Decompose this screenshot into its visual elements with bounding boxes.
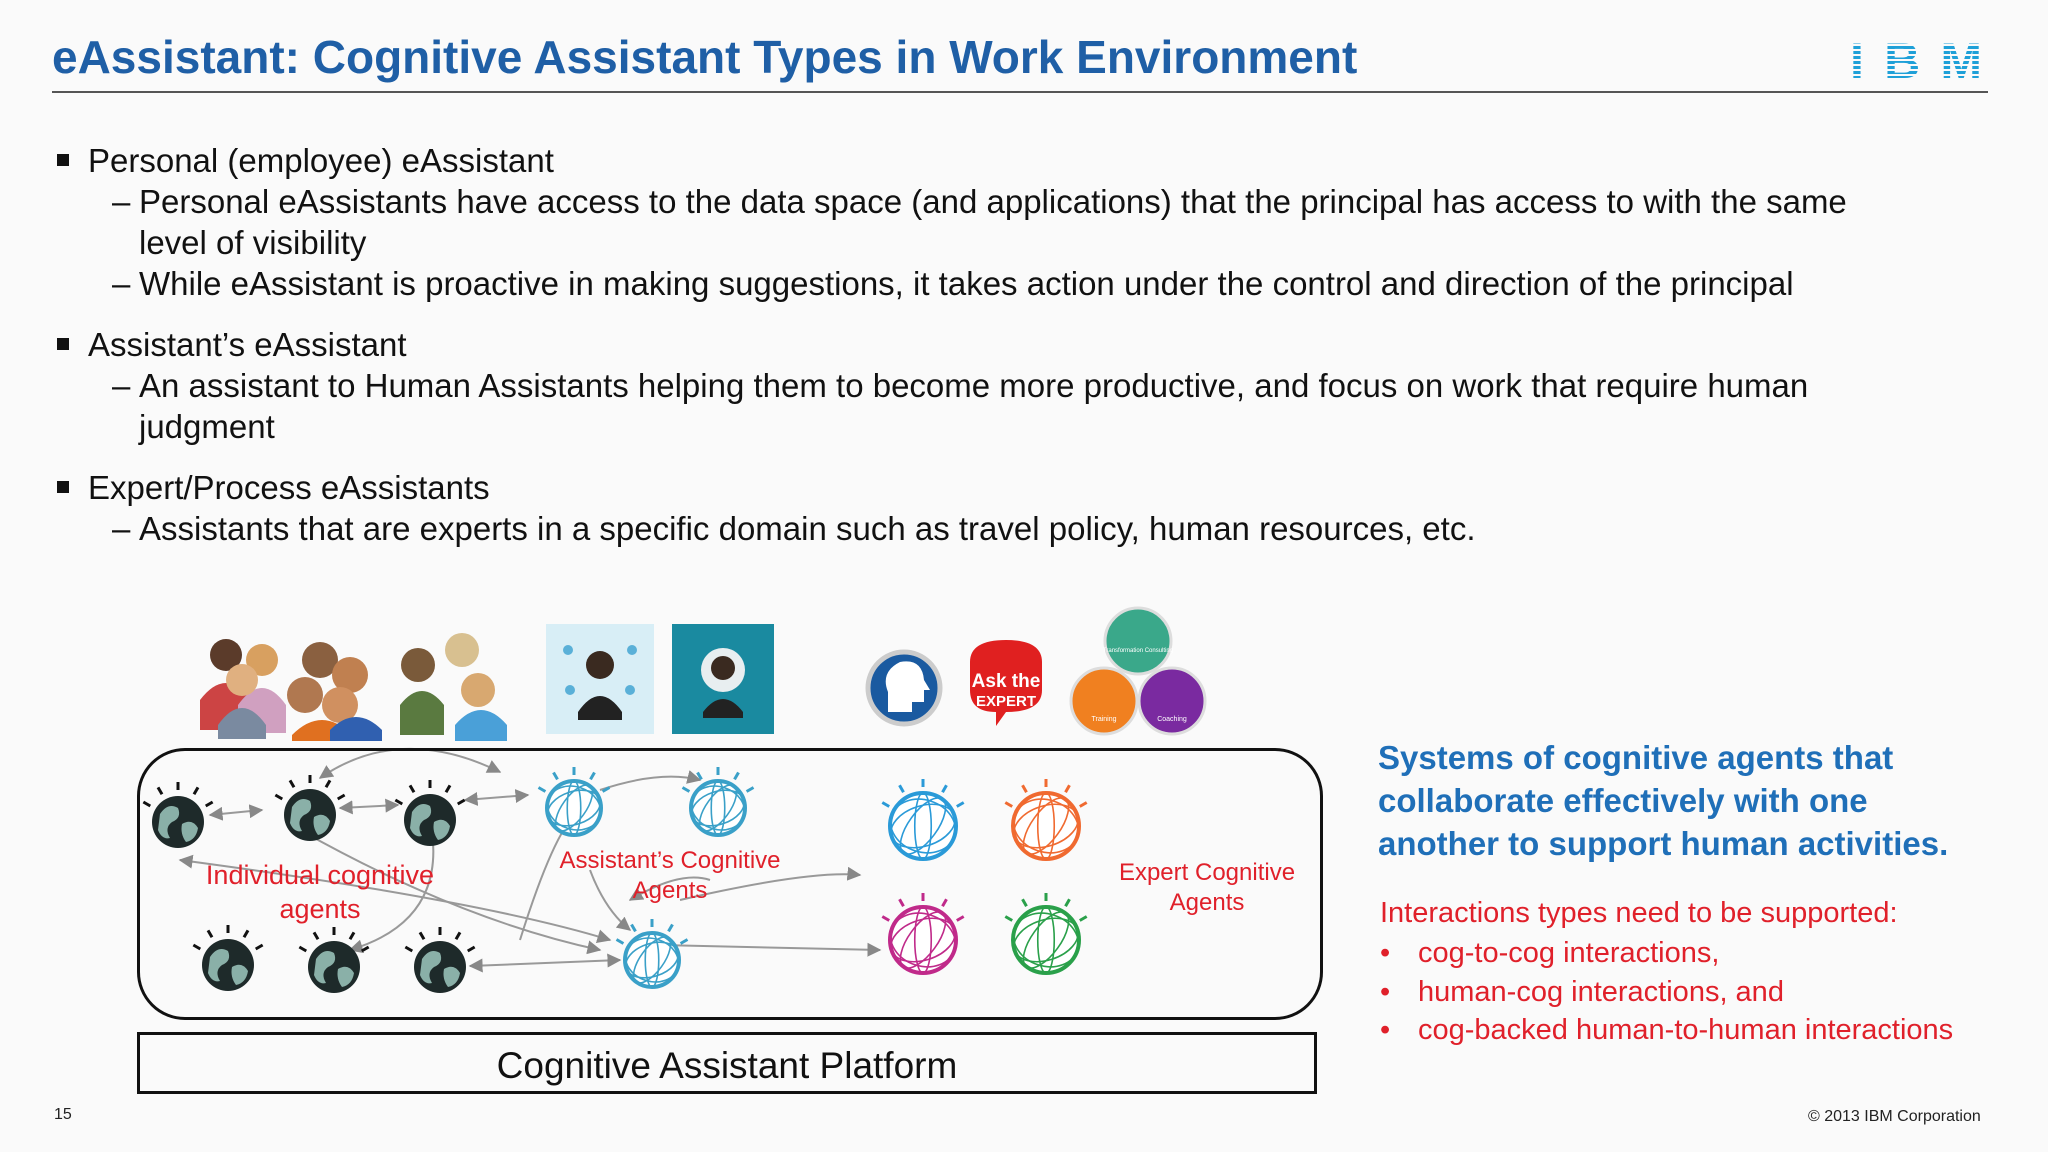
expert-agents-label: Expert Cognitive Agents xyxy=(1118,859,1296,916)
list-item: •cog-to-cog interactions, xyxy=(1380,937,1720,969)
agents-container xyxy=(137,748,1323,1020)
slide-title: eAssistant: Cognitive Assistant Types in… xyxy=(52,31,1358,83)
expert-globe-icon xyxy=(1004,779,1088,861)
consulting-circles-icon: Transformation Consulting Training Coach… xyxy=(1069,606,1207,736)
bullet-marker xyxy=(57,481,69,493)
earth-globe-icon xyxy=(394,780,466,846)
list-item: •human-cog interactions, and xyxy=(1380,975,1784,1008)
title-divider xyxy=(52,91,1988,93)
list-item: •cog-backed human-to-human interactions xyxy=(1380,1014,1954,1046)
svg-text:Ask the: Ask the xyxy=(972,671,1041,692)
people-group-icon xyxy=(200,633,507,741)
sub-bullet: –Personal eAssistants have access to the… xyxy=(112,183,1847,220)
earth-globe-icon xyxy=(274,775,346,841)
svg-text:EXPERT: EXPERT xyxy=(976,693,1036,710)
assistant-globe-icon xyxy=(615,919,689,989)
copyright: © 2013 IBM Corporation xyxy=(1808,1108,1981,1125)
earth-globe-icon xyxy=(404,927,476,993)
page-number: 15 xyxy=(54,1106,72,1123)
svg-text:Training: Training xyxy=(1091,716,1116,723)
assistant-globe-icon xyxy=(681,767,755,837)
assistant-image-1 xyxy=(546,624,654,734)
bullet-personal: Personal (employee) eAssistant xyxy=(52,140,1952,181)
earth-globe-icon xyxy=(298,927,370,993)
svg-text:Coaching: Coaching xyxy=(1157,716,1187,723)
individual-agents-label: Individual cognitive agents xyxy=(205,860,435,924)
assistant-agents-label: Assistant’s Cognitive Agents xyxy=(559,847,781,904)
ask-the-expert-icon: Ask the EXPERT xyxy=(970,640,1042,726)
right-headline: Systems of cognitive agents that collabo… xyxy=(1378,739,1949,862)
bullet-marker xyxy=(57,338,69,350)
expert-globe-icon xyxy=(1004,893,1088,975)
platform-box: Cognitive Assistant Platform xyxy=(137,1032,1317,1094)
sub-bullet: –While eAssistant is proactive in making… xyxy=(112,265,1794,302)
earth-globe-icon xyxy=(142,782,214,848)
earth-globe-icon xyxy=(192,925,264,991)
assistant-globe-icon xyxy=(537,767,611,837)
bullet-assistants: Assistant’s eAssistant xyxy=(52,324,1952,365)
expert-globe-icon xyxy=(881,779,965,861)
bullet-expert: Expert/Process eAssistants xyxy=(52,467,1952,508)
sub-bullet: –An assistant to Human Assistants helpin… xyxy=(112,367,1809,404)
svg-text:Transformation Consulting: Transformation Consulting xyxy=(1103,648,1173,654)
sub-bullet-continued: level of visibility xyxy=(139,224,367,261)
assistant-image-2 xyxy=(672,624,774,734)
ibm-logo: IBM xyxy=(1850,36,1982,82)
bullet-list: Personal (employee) eAssistant –Personal… xyxy=(52,140,1952,549)
sub-bullet-continued: judgment xyxy=(139,408,275,445)
brain-head-icon xyxy=(865,649,943,727)
sub-bullet: –Assistants that are experts in a specif… xyxy=(112,510,1476,547)
interactions-intro: Interactions types need to be supported: xyxy=(1380,897,1898,929)
bullet-marker xyxy=(57,154,69,166)
expert-globe-icon xyxy=(881,893,965,975)
interactions-list: •cog-to-cog interactions, •human-cog int… xyxy=(1380,934,1953,1050)
